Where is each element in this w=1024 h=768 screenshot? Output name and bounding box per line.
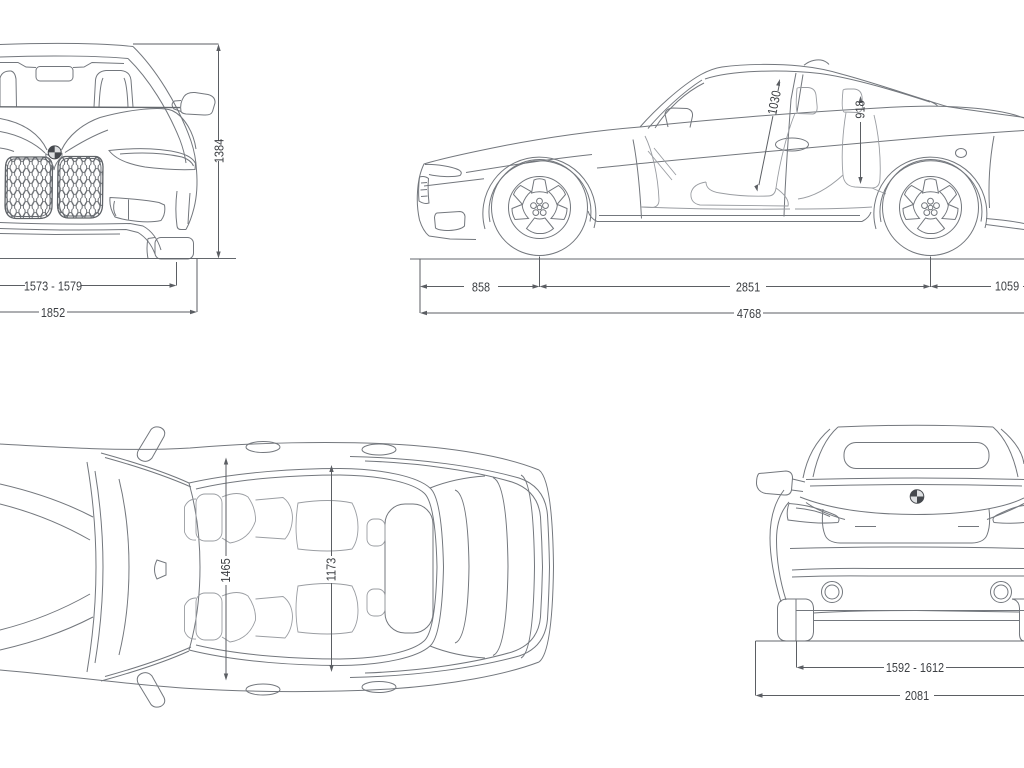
svg-text:2851: 2851 xyxy=(736,279,761,294)
svg-text:1465: 1465 xyxy=(218,558,233,583)
svg-text:2081: 2081 xyxy=(905,688,930,703)
svg-text:1592 - 1612: 1592 - 1612 xyxy=(886,660,945,675)
svg-text:1852: 1852 xyxy=(41,305,66,320)
svg-text:4768: 4768 xyxy=(737,306,762,321)
svg-text:1030: 1030 xyxy=(764,89,784,116)
svg-text:858: 858 xyxy=(472,279,491,294)
svg-text:918: 918 xyxy=(853,100,868,119)
svg-text:1384: 1384 xyxy=(212,139,227,164)
svg-text:1173: 1173 xyxy=(324,557,339,581)
svg-text:1059: 1059 xyxy=(995,278,1020,293)
svg-text:1573 - 1579: 1573 - 1579 xyxy=(24,278,83,293)
